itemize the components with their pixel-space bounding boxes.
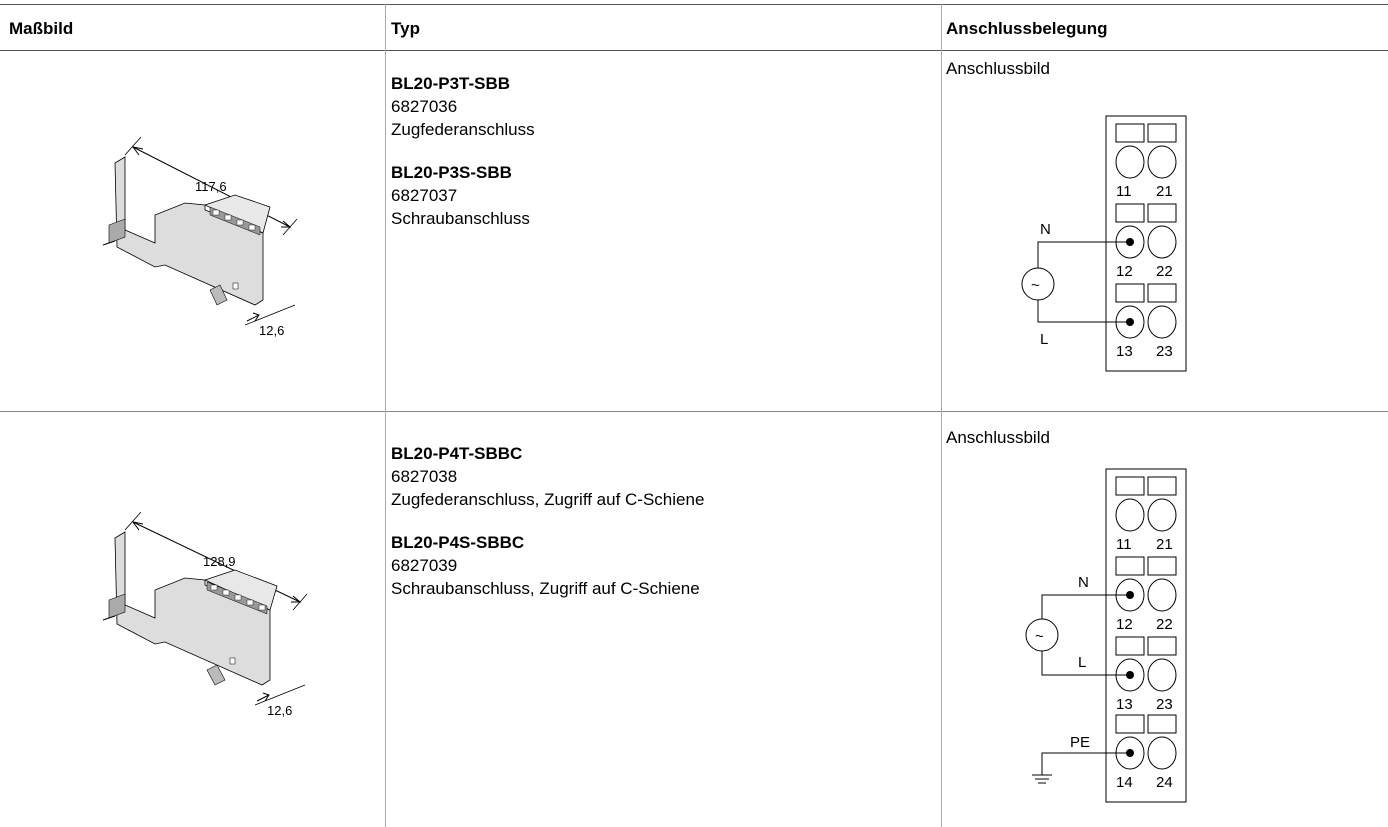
- terminal-label: 11: [1116, 183, 1132, 200]
- dimension-drawing: 128,9 12,6: [102, 511, 308, 718]
- ac-source-icon: ~: [1035, 628, 1044, 645]
- product-name: BL20-P4T-SBBC: [391, 444, 523, 463]
- header-type: Typ: [391, 19, 420, 38]
- header-connection: Anschlussbelegung: [946, 19, 1108, 38]
- header-bottom-rule: [0, 50, 1388, 51]
- product-description: Zugfederanschluss: [391, 120, 535, 139]
- wiring-diagram: 11 21 12 22 13 23 14 24 ~ N L: [1025, 468, 1187, 803]
- table-top-rule: [0, 4, 1388, 5]
- terminal-label: 21: [1156, 536, 1173, 553]
- product-description: Schraubanschluss, Zugriff auf C-Schiene: [391, 579, 700, 598]
- wire-label-n: N: [1040, 221, 1051, 238]
- terminal-label: 21: [1156, 183, 1173, 200]
- product-number: 6827038: [391, 467, 458, 486]
- product-description: Zugfederanschluss, Zugriff auf C-Schiene: [391, 490, 705, 509]
- terminal-label: 22: [1156, 616, 1173, 633]
- terminal-label: 12: [1116, 263, 1133, 280]
- product-number: 6827036: [391, 97, 458, 116]
- wiring-diagram: 11 21 12 22 13 23 ~ N L: [1021, 115, 1187, 372]
- dimension-width-label: 12,6: [267, 703, 292, 718]
- terminal-label: 12: [1116, 616, 1133, 633]
- terminal-label: 11: [1116, 536, 1132, 553]
- product-number: 6827037: [391, 186, 458, 205]
- column-divider-1: [385, 4, 386, 827]
- ground-icon: [1032, 774, 1052, 784]
- terminal-label: 23: [1156, 696, 1173, 713]
- terminal-label: 22: [1156, 263, 1173, 280]
- terminal-label: 13: [1116, 343, 1133, 360]
- column-divider-2: [941, 4, 942, 827]
- wire-label-pe: PE: [1070, 734, 1090, 751]
- dimension-length-label: 117,6: [195, 179, 227, 194]
- product-name: BL20-P3T-SBB: [391, 74, 511, 93]
- product-number: 6827039: [391, 556, 458, 575]
- product-name: BL20-P3S-SBB: [391, 163, 512, 182]
- dimension-length-label: 128,9: [203, 554, 236, 569]
- terminal-label: 14: [1116, 774, 1133, 791]
- wire-label-l: L: [1040, 331, 1048, 348]
- diagram-caption: Anschlussbild: [946, 59, 1050, 78]
- dimension-drawing: 117,6 12,6: [102, 136, 298, 338]
- row-divider: [0, 411, 1388, 412]
- type-cell: BL20-P4T-SBBC 6827038 Zugfederanschluss,…: [391, 442, 704, 600]
- header-dimension: Maßbild: [9, 19, 74, 38]
- terminal-label: 13: [1116, 696, 1133, 713]
- dimension-width-label: 12,6: [259, 323, 284, 338]
- wire-label-l: L: [1078, 654, 1086, 671]
- terminal-label: 23: [1156, 343, 1173, 360]
- terminal-label: 24: [1156, 774, 1173, 791]
- wire-label-n: N: [1078, 574, 1089, 591]
- product-description: Schraubanschluss: [391, 209, 530, 228]
- diagram-caption: Anschlussbild: [946, 428, 1050, 447]
- product-name: BL20-P4S-SBBC: [391, 533, 525, 552]
- type-cell: BL20-P3T-SBB 6827036 Zugfederanschluss B…: [391, 72, 535, 230]
- ac-source-icon: ~: [1031, 277, 1040, 294]
